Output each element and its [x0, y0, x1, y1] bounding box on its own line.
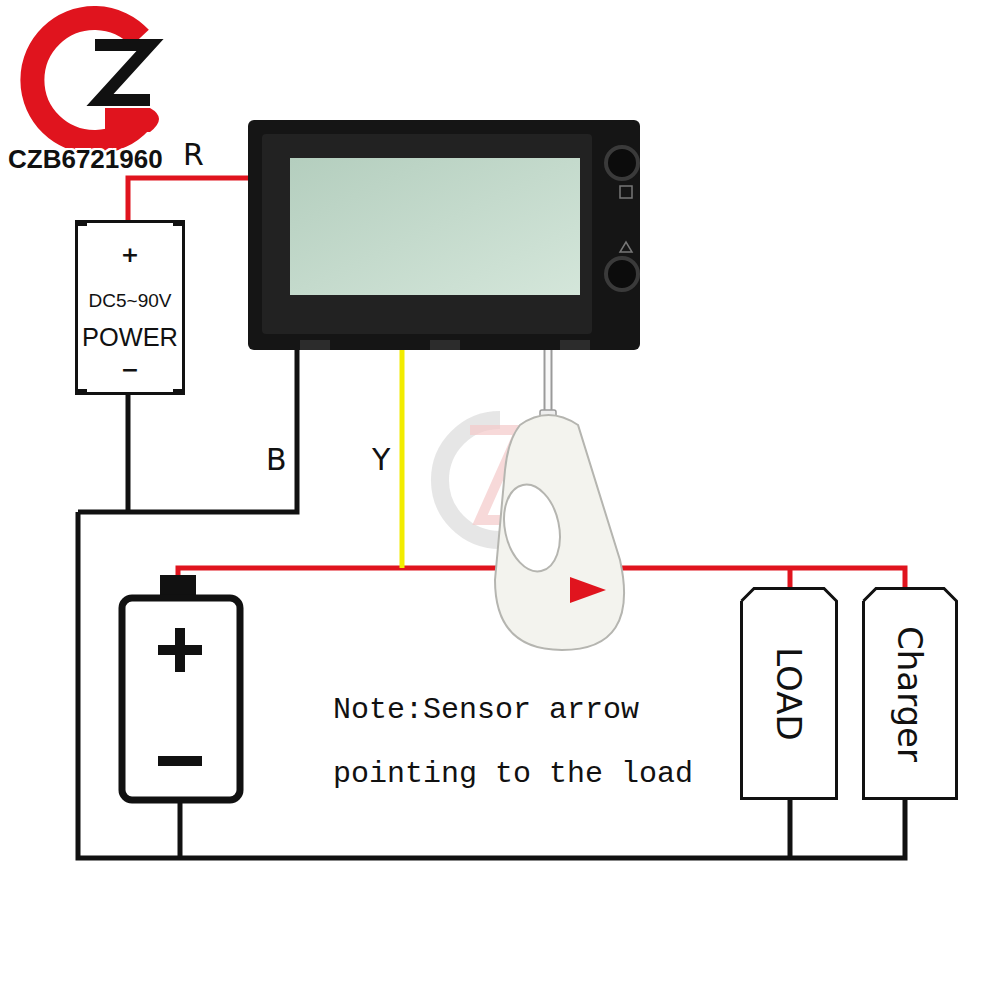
meter-terminal [560, 340, 590, 350]
black-wire [178, 800, 183, 858]
box-label: Charger [893, 626, 927, 762]
charger-box: Charger [862, 587, 958, 800]
box-label: LOAD [772, 647, 806, 740]
power-supply: + DC5~90V POWER − [75, 220, 185, 395]
power-label: − [121, 359, 139, 381]
tag-outline [864, 589, 957, 799]
meter-terminal [300, 340, 330, 350]
meter-button [606, 147, 638, 179]
note-text: Note:Sensor arrow pointing to the load [333, 678, 733, 806]
logo-z [95, 45, 150, 100]
button-icon [620, 242, 632, 252]
power-label: POWER [82, 325, 178, 350]
power-label: DC5~90V [89, 291, 172, 310]
meter-button [606, 258, 638, 290]
meter-terminal [430, 340, 460, 350]
meter-housing [248, 120, 640, 350]
black-wire [788, 800, 793, 858]
wire-label: Y [372, 445, 390, 475]
power-box-corner [173, 220, 185, 226]
sensor-hole [496, 479, 567, 576]
watermark: CZB6721960 [8, 146, 163, 172]
black-wire [78, 512, 905, 858]
wire-label: R [183, 140, 204, 170]
yellow-wire [400, 348, 405, 568]
power-box-corner [173, 389, 185, 395]
sensor-arrow [570, 577, 606, 603]
wire-label: B [266, 445, 287, 475]
battery-minus [158, 756, 202, 766]
lcd-screen [290, 158, 580, 295]
power-box-corner [75, 389, 87, 395]
button-icon [620, 186, 632, 198]
tag-outline [742, 589, 837, 799]
current-sensor [495, 415, 624, 650]
logo-b [105, 108, 159, 132]
power-box-corner [75, 220, 87, 226]
battery-plus [175, 628, 185, 672]
power-box-outline [77, 222, 184, 394]
load-box: LOAD [740, 587, 838, 800]
red-wire [128, 178, 258, 222]
black-wire [126, 395, 131, 512]
meter-bezel [262, 134, 592, 334]
red-wire [788, 568, 793, 587]
battery-symbol [122, 598, 240, 800]
power-label: + [121, 244, 139, 266]
